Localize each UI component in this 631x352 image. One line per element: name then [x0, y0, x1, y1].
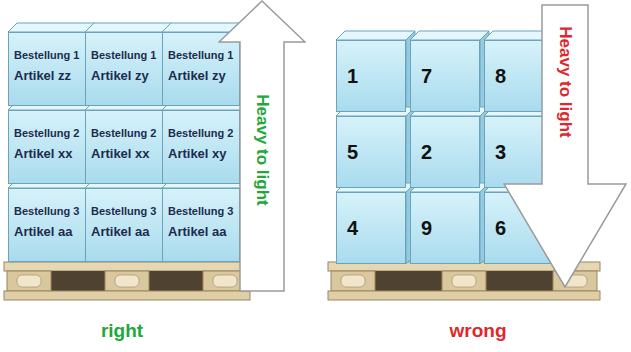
arrow-outline	[219, 1, 305, 291]
article-code: Artikel xx	[91, 146, 150, 161]
pallet-base	[4, 291, 250, 300]
sequence-number: 4	[347, 217, 358, 240]
order-number: Bestellung 1	[14, 49, 79, 61]
order-carton: Bestellung 1 Artikel zy	[162, 32, 240, 106]
carton-faces	[410, 31, 489, 112]
sequence-number: 5	[347, 141, 358, 164]
carton-faces	[336, 107, 415, 188]
sequence-number: 2	[421, 141, 432, 164]
carton-top	[410, 31, 489, 40]
pallet-deck	[4, 262, 250, 271]
sequence-number: 9	[421, 217, 432, 240]
order-number: Bestellung 3	[168, 205, 233, 217]
pallet-block	[331, 271, 375, 291]
direction-label: Heavy to light	[252, 94, 272, 205]
pallet	[4, 262, 250, 300]
sequence-number: 1	[347, 65, 358, 88]
article-code: Artikel xx	[14, 146, 73, 161]
numbered-carton: 9	[410, 192, 480, 264]
article-code: Artikel aa	[168, 224, 227, 239]
carton-faces	[8, 101, 95, 184]
order-carton: Bestellung 2 Artikel xx	[8, 110, 86, 184]
pallet-stamp	[341, 275, 365, 287]
article-code: Artikel aa	[91, 224, 150, 239]
sequence-number: 7	[421, 65, 432, 88]
pallet-gap	[7, 271, 247, 291]
carton-faces	[336, 31, 415, 112]
verdict-caption: right	[101, 320, 143, 342]
pallet-block	[442, 271, 486, 291]
carton-top	[336, 31, 415, 40]
carton-faces	[85, 179, 172, 262]
pallet-stamp	[213, 275, 237, 287]
article-code: Artikel aa	[14, 224, 73, 239]
carton-faces	[8, 179, 95, 262]
order-carton: Bestellung 3 Artikel aa	[85, 188, 163, 262]
carton-top	[85, 23, 172, 32]
order-number: Bestellung 1	[91, 49, 156, 61]
order-number: Bestellung 1	[168, 49, 233, 61]
carton-faces	[162, 101, 249, 184]
numbered-carton: 4	[336, 192, 406, 264]
carton-faces	[336, 183, 415, 264]
numbered-carton: 7	[410, 40, 480, 112]
article-code: Artikel xy	[168, 146, 227, 161]
pallet-base	[328, 291, 600, 300]
verdict-caption: wrong	[450, 320, 507, 342]
order-carton: Bestellung 3 Artikel aa	[8, 188, 86, 262]
carton-faces	[85, 23, 172, 106]
carton-faces	[8, 23, 95, 106]
order-carton: Bestellung 2 Artikel xy	[162, 110, 240, 184]
numbered-carton: 5	[336, 116, 406, 188]
article-code: Artikel zz	[14, 68, 71, 83]
sequence-number: 6	[495, 217, 506, 240]
sequence-number: 3	[495, 141, 506, 164]
carton-faces	[85, 101, 172, 184]
direction-arrow: Heavy to light	[218, 0, 306, 292]
order-number: Bestellung 2	[14, 127, 79, 139]
pallet-stamp	[17, 275, 41, 287]
article-code: Artikel zy	[168, 68, 226, 83]
carton-faces	[410, 183, 489, 264]
order-number: Bestellung 2	[168, 127, 233, 139]
article-code: Artikel zy	[91, 68, 149, 83]
carton-faces	[162, 179, 249, 262]
numbered-carton: 2	[410, 116, 480, 188]
direction-arrow: Heavy to light	[503, 4, 627, 288]
pallet-stamp	[115, 275, 139, 287]
pallet-block	[105, 271, 149, 291]
order-carton: Bestellung 1 Artikel zy	[85, 32, 163, 106]
numbered-carton: 1	[336, 40, 406, 112]
order-carton: Bestellung 3 Artikel aa	[162, 188, 240, 262]
pallet-block	[7, 271, 51, 291]
order-carton: Bestellung 1 Artikel zz	[8, 32, 86, 106]
arrow-outline	[504, 5, 626, 287]
order-number: Bestellung 2	[91, 127, 156, 139]
sequence-number: 8	[495, 65, 506, 88]
direction-label: Heavy to light	[555, 26, 575, 137]
carton-top	[8, 23, 95, 32]
pallet-stamp	[452, 275, 476, 287]
carton-faces	[410, 107, 489, 188]
order-carton: Bestellung 2 Artikel xx	[85, 110, 163, 184]
order-number: Bestellung 3	[14, 205, 79, 217]
order-number: Bestellung 3	[91, 205, 156, 217]
